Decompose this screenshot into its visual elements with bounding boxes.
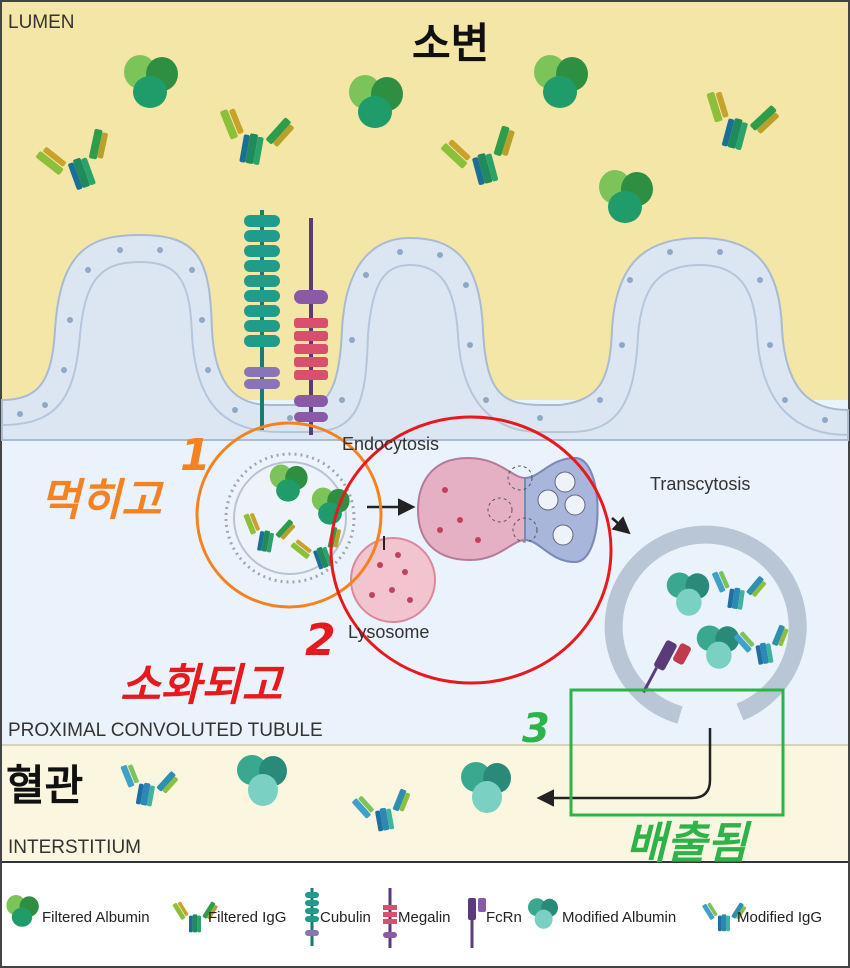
arrow-to-transcytosis [611,516,631,535]
legend: Filtered Albumin Filtered IgG Cubulin Me… [6,888,822,948]
megalin-icon [383,888,397,948]
step-3-number: 3 [522,706,550,752]
step-2-number: 2 [305,615,336,666]
transcytosis-vesicle [604,525,807,724]
cell-nuclei [17,247,828,423]
blood-vessel-korean-label: 혈관 [6,761,83,810]
lumen-label: LUMEN [8,12,75,33]
step-2-text: 소화되고 [120,660,284,711]
step-3-text: 배출됨 [626,818,752,869]
legend-label-modified-albumin: Modified Albumin [562,909,676,926]
step-2-circle [329,415,613,685]
interstitium-label: INTERSTITIUM [8,837,141,858]
fcrn-icon [468,898,486,948]
endolysosome [416,456,599,564]
megalin-receptor [294,218,328,435]
endocytosis-label: Endocytosis [342,434,439,454]
arrow-to-interstitium [536,728,712,807]
legend-label-fcrn: FcRn [486,909,522,926]
epithelium-outer [1,233,849,441]
lumen-korean-label: 소변 [412,19,489,68]
legend-label-modified-igg: Modified IgG [737,909,822,926]
lysosome-small [350,537,436,623]
cubulin-receptor [244,210,280,430]
cubulin-icon [305,888,319,946]
lysosome-label: Lysosome [348,622,429,642]
epithelium-inner [1,260,849,436]
tubule-label: PROXIMAL CONVOLUTED TUBULE [8,720,323,741]
step-3-box [569,688,785,817]
legend-label-megalin: Megalin [398,909,451,926]
legend-label-filtered-albumin: Filtered Albumin [42,909,150,926]
step-1-text: 먹히고 [40,475,164,526]
legend-label-filtered-igg: Filtered IgG [208,909,286,926]
step-1-circle [195,421,383,609]
endocytic-vesicle [224,452,356,584]
transcytosis-label: Transcytosis [650,474,750,494]
step-1-number: 1 [180,430,211,481]
legend-label-cubulin: Cubulin [320,909,371,926]
